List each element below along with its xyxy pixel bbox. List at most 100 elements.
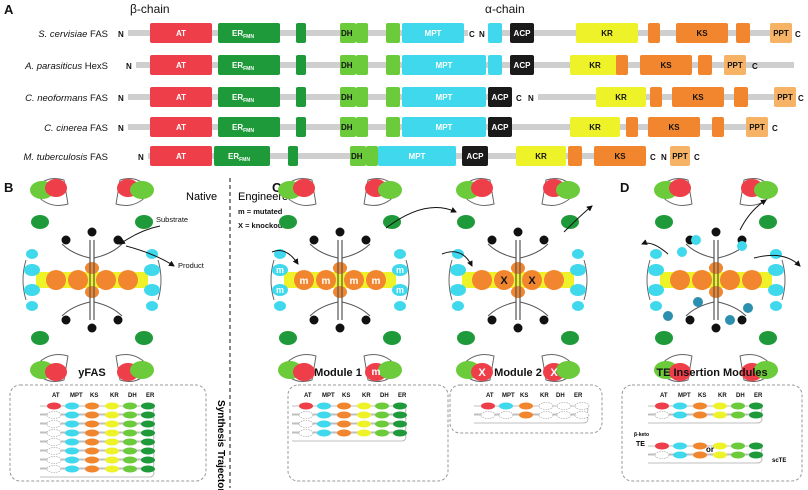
svg-text:C: C — [516, 94, 522, 103]
svg-text:ER: ER — [574, 393, 583, 399]
svg-text:AT: AT — [486, 393, 494, 399]
organism-label: A. parasiticus HexS — [24, 61, 108, 72]
svg-text:m: m — [396, 285, 404, 295]
yfas-trajectory-box — [9, 384, 207, 482]
module1-caption: Module 1 — [314, 367, 362, 379]
te-trajectory — [648, 402, 763, 464]
te-caption: TE Insertion Modules — [656, 367, 767, 379]
organism-label: M. tuberculosis FAS — [24, 152, 108, 163]
svg-text:AT: AT — [176, 61, 186, 70]
svg-text:MPT: MPT — [502, 393, 515, 399]
svg-text:ERFMN: ERFMN — [232, 93, 254, 104]
svg-text:m: m — [320, 214, 329, 225]
product-label: Product — [178, 261, 205, 270]
fas-row-m-tuberculosis: M. tuberculosis FAS N AT ERFMN DH MPT AC… — [24, 146, 700, 166]
module1-particle — [270, 177, 410, 383]
svg-text:X: X — [528, 275, 536, 287]
domain-dh — [340, 23, 356, 43]
svg-text:N: N — [118, 124, 124, 133]
legend-mutated: m = mutated — [238, 207, 283, 216]
svg-text:DH: DH — [736, 393, 745, 399]
svg-text:m: m — [396, 265, 404, 275]
domain-ppt — [770, 23, 792, 43]
svg-text:C: C — [694, 153, 700, 162]
svg-text:X: X — [478, 367, 486, 379]
svg-text:m: m — [350, 276, 359, 287]
svg-text:MPT: MPT — [70, 393, 83, 399]
beta-chain-header: β-chain — [130, 2, 170, 16]
te-inserted-domains — [663, 235, 753, 325]
te-trajectory-box — [621, 384, 803, 482]
svg-text:ACP: ACP — [467, 152, 485, 161]
svg-text:DH: DH — [341, 61, 353, 70]
svg-text:m: m — [322, 276, 331, 287]
svg-text:N: N — [138, 153, 144, 162]
svg-text:N: N — [661, 153, 667, 162]
organism-label: C. neoformans FAS — [25, 93, 108, 104]
svg-text:m: m — [320, 367, 329, 378]
svg-text:AT: AT — [176, 123, 186, 132]
native-label: Native — [186, 191, 217, 203]
svg-text:MPT: MPT — [409, 152, 426, 161]
module2-trajectory-box — [449, 384, 603, 434]
svg-text:PPT: PPT — [749, 123, 765, 132]
svg-text:AT: AT — [304, 393, 312, 399]
svg-text:KS: KS — [660, 61, 672, 70]
module2-caption: Module 2 — [494, 367, 542, 379]
svg-text:m: m — [372, 276, 381, 287]
substrate-label: Substrate — [156, 215, 188, 224]
svg-text:DH: DH — [128, 393, 137, 399]
domain-ks — [676, 23, 728, 43]
panel-d: D TE Insertion Modules AT MPT KS KR DH E… — [620, 177, 803, 482]
te-label: TE — [636, 441, 645, 448]
svg-text:m: m — [372, 367, 381, 378]
domain-ppt-label: PPT — [773, 29, 789, 38]
svg-text:N: N — [126, 62, 132, 71]
svg-text:DH: DH — [556, 393, 565, 399]
domain-er — [218, 23, 280, 43]
svg-text:DH: DH — [341, 93, 353, 102]
svg-text:DH: DH — [380, 393, 389, 399]
alpha-chain-header: α-chain — [485, 2, 525, 16]
svg-text:AT: AT — [176, 152, 186, 161]
yfas-trajectory-header: AT MPT KS KR DH ER — [52, 393, 155, 399]
svg-text:N: N — [118, 94, 124, 103]
svg-text:X: X — [478, 214, 486, 226]
svg-text:C: C — [752, 62, 758, 71]
domain-mpt — [402, 23, 464, 43]
domain-acp — [510, 23, 534, 43]
svg-text:DH: DH — [341, 123, 353, 132]
svg-text:KR: KR — [615, 93, 627, 102]
svg-text:MPT: MPT — [678, 393, 691, 399]
svg-text:X: X — [500, 275, 508, 287]
svg-text:KS: KS — [90, 393, 98, 399]
svg-text:KS: KS — [342, 393, 350, 399]
svg-text:KR: KR — [718, 393, 727, 399]
panel-d-label: D — [620, 180, 629, 195]
svg-text:MPT: MPT — [436, 61, 453, 70]
svg-text:ACP: ACP — [492, 123, 510, 132]
yfas-trajectory — [40, 402, 155, 478]
module1-mutation-marks: m m m m m m m m m m m m — [276, 214, 404, 378]
module2-particle — [448, 177, 588, 383]
svg-text:MPT: MPT — [436, 93, 453, 102]
panel-b-label: B — [4, 180, 13, 195]
svg-text:N: N — [528, 94, 534, 103]
domain-er-label: ERFMN — [232, 29, 254, 40]
domain-at-label: AT — [176, 29, 186, 38]
or-label: or — [706, 445, 714, 454]
panel-b: B Native Substrate Product yFAS AT MPT K… — [4, 177, 231, 490]
svg-text:C: C — [772, 124, 778, 133]
svg-text:ERFMN: ERFMN — [228, 152, 250, 163]
svg-text:X: X — [550, 214, 558, 226]
svg-text:AT: AT — [176, 93, 186, 102]
sc-te-label: scTE — [772, 458, 786, 464]
n-terminus-alpha: N — [479, 30, 485, 39]
beta-keto-label: β-keto — [634, 432, 649, 438]
svg-text:ER: ER — [754, 393, 763, 399]
svg-text:KS: KS — [520, 393, 528, 399]
domain-at — [150, 23, 212, 43]
module2-trajectory — [474, 402, 590, 424]
panel-c-label: C — [272, 180, 282, 195]
